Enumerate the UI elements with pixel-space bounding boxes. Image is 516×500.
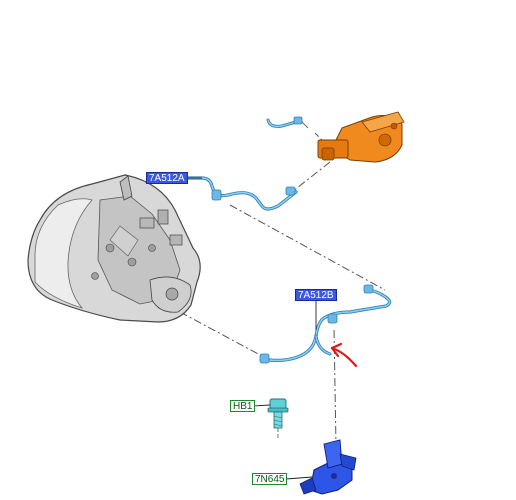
red-indicator-arrow: [330, 342, 358, 368]
hydraulic-pipe-7a512b: [259, 284, 392, 364]
callout-7n645[interactable]: 7N645: [252, 473, 288, 485]
transmission-housing: [27, 174, 201, 323]
hydraulic-pipe-7a512a: [184, 176, 298, 211]
upper-pipe-stub: [266, 116, 303, 128]
callout-hb1[interactable]: HB1: [230, 400, 256, 412]
callout-leaders: [186, 177, 317, 480]
bracket-7n645: [299, 439, 357, 495]
clutch-actuator-orange: [299, 111, 405, 163]
callout-7a512b[interactable]: 7A512B: [295, 289, 337, 301]
assembly-leader-lines: [179, 132, 386, 446]
callout-7a512a[interactable]: 7A512A: [146, 172, 188, 184]
bolt-hb1: [267, 398, 289, 440]
